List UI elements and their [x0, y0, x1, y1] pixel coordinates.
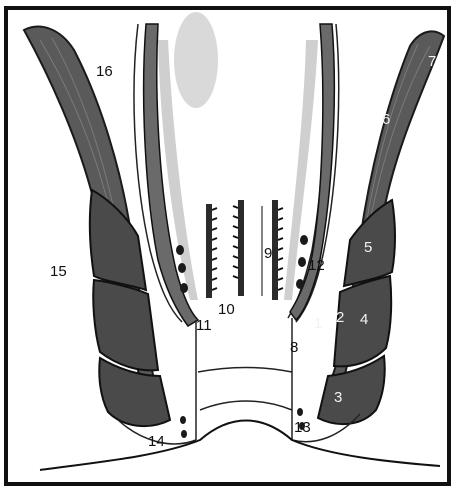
label-5: 5	[364, 239, 372, 256]
left-anal-gland-2	[178, 263, 186, 273]
label-13: 13	[294, 419, 311, 436]
label-1: 1	[314, 315, 322, 332]
lumen-upper-shadow	[174, 12, 218, 108]
label-14: 14	[148, 433, 165, 450]
label-6: 6	[382, 111, 390, 128]
label-11: 11	[196, 317, 212, 334]
label-10: 10	[218, 301, 235, 318]
label-8: 8	[290, 339, 298, 356]
left-anal-gland-4	[180, 416, 186, 424]
left-anal-gland-1	[176, 245, 184, 255]
anal-column-3	[272, 200, 278, 300]
label-15: 15	[50, 263, 67, 280]
label-3: 3	[334, 389, 342, 406]
right-anal-gland-2	[298, 257, 306, 267]
left-anal-gland-3	[180, 283, 188, 293]
label-7: 7	[428, 53, 436, 70]
right-anal-gland-1	[300, 235, 308, 245]
left-anal-gland-5	[181, 430, 187, 438]
anal-column-1	[206, 204, 212, 298]
label-16: 16	[96, 63, 113, 80]
right-anal-gland-3	[296, 279, 304, 289]
label-2: 2	[336, 309, 344, 326]
label-12: 12	[308, 257, 325, 274]
right-anal-gland-4	[297, 408, 303, 416]
anal-column-2	[238, 200, 244, 296]
label-9: 9	[264, 245, 272, 262]
label-4: 4	[360, 311, 368, 328]
